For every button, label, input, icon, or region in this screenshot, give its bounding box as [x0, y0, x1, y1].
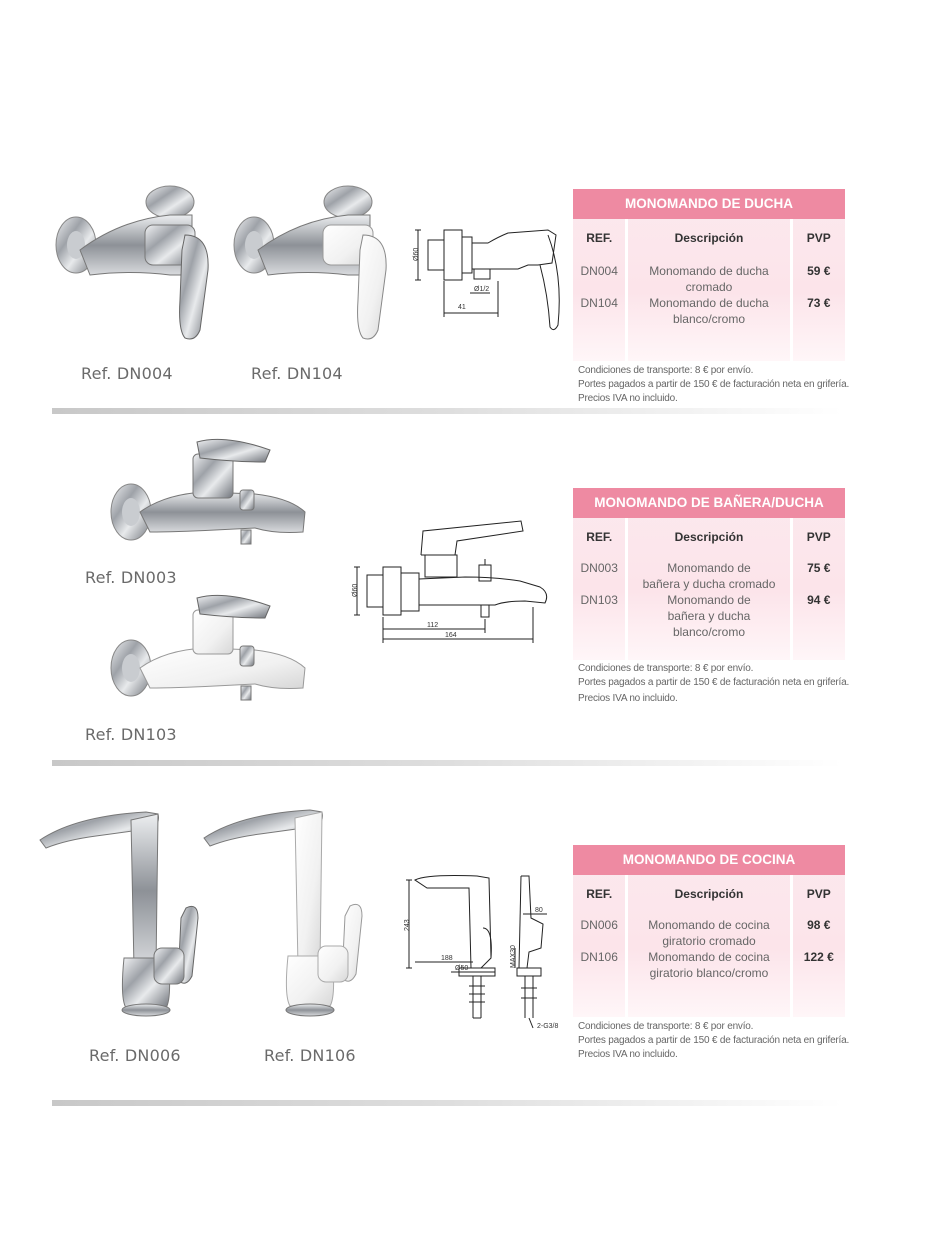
shipping-notes: Condiciones de transporte: 8 € por envío… [578, 1020, 858, 1062]
dim-thread-half: Ø1/2 [474, 286, 489, 293]
column-pvp: PVP 75 € 94 € [793, 518, 845, 660]
row-ref-dn003: DN003 [580, 561, 618, 575]
row-pvp-dn104: 73 € [807, 296, 831, 310]
row-pvp-dn003: 75 € [807, 561, 831, 575]
table-title: MONOMANDO DE BAÑERA/DUCHA [573, 488, 845, 518]
note-line: Portes pagados a partir de 150 € de fact… [578, 379, 850, 390]
note-line: Condiciones de transporte: 8 € por envío… [578, 365, 754, 376]
row-pvp-dn006: 98 € [807, 918, 831, 932]
ref-label-dn006: Ref. DN006 [89, 1046, 181, 1065]
desc-line: bañera y ducha cromado [642, 577, 776, 591]
dim-188: 188 [441, 955, 453, 962]
header-pvp: PVP [806, 231, 831, 245]
ref-label-dn103: Ref. DN103 [85, 725, 177, 744]
faucet-dn104-image [233, 185, 387, 340]
header-pvp: PVP [806, 887, 831, 901]
row-desc-dn003: Monomando de bañera y ducha cromado [628, 560, 789, 592]
row-pvp-dn004: 59 € [807, 264, 831, 278]
note-line: Precios IVA no incluido. [578, 1049, 678, 1060]
faucet-dn004-image [55, 185, 209, 340]
dim-g3-8: 2-G3/8 [537, 1023, 559, 1030]
row-ref-dn004: DN004 [580, 264, 618, 278]
column-pvp: PVP 98 € 122 € [793, 875, 845, 1017]
section-divider [52, 408, 842, 414]
section-divider [52, 760, 842, 766]
ref-label-dn106: Ref. DN106 [264, 1046, 356, 1065]
faucet-dn006-image [39, 811, 199, 1017]
header-ref: REF. [586, 231, 613, 245]
price-table-kitchen: MONOMANDO DE COCINA REF. DN006 DN106 Des… [573, 845, 845, 1017]
column-description: Descripción Monomando de bañera y ducha … [628, 518, 793, 660]
ref-label-dn104: Ref. DN104 [251, 364, 343, 383]
faucet-dn103-image [110, 594, 306, 701]
shipping-notes: Condiciones de transporte: 8 € por envío… [578, 662, 858, 706]
desc-line: Monomando de cocina [648, 918, 770, 932]
price-table-bath-shower: MONOMANDO DE BAÑERA/DUCHA REF. DN003 DN1… [573, 488, 845, 660]
ref-label-dn004: Ref. DN004 [81, 364, 173, 383]
row-ref-dn106: DN106 [580, 950, 618, 964]
dim-112: 112 [427, 622, 438, 629]
header-ref: REF. [586, 887, 613, 901]
ref-label-dn003: Ref. DN003 [85, 568, 177, 587]
row-desc-dn006: Monomando de cocina giratorio cromado [628, 917, 789, 949]
row-pvp-dn103: 94 € [807, 593, 831, 607]
column-ref: REF. DN004 DN104 [573, 219, 629, 361]
desc-line: cromado [685, 280, 733, 294]
dim-164: 164 [445, 632, 457, 639]
note-line: Precios IVA no incluido. [578, 393, 678, 404]
row-desc-dn004: Monomando de ducha cromado [628, 263, 789, 295]
table-title: MONOMANDO DE DUCHA [573, 189, 845, 219]
dim-diameter-50: Ø50 [455, 965, 468, 972]
desc-line: bañera y ducha [667, 609, 751, 623]
desc-line: Monomando de [667, 593, 751, 607]
desc-line: Monomando de cocina [648, 950, 770, 964]
column-ref: REF. DN006 DN106 [573, 875, 629, 1017]
dim-41: 41 [458, 304, 466, 311]
desc-line: blanco/cromo [672, 625, 746, 639]
note-line: Portes pagados a partir de 150 € de fact… [578, 1035, 850, 1046]
note-line: Portes pagados a partir de 150 € de fact… [578, 677, 850, 688]
dim-243: 243 [404, 919, 411, 931]
column-ref: REF. DN003 DN103 [573, 518, 629, 660]
desc-line: giratorio blanco/cromo [649, 966, 769, 980]
row-desc-dn106: Monomando de cocina giratorio blanco/cro… [628, 949, 789, 981]
shower-mixer-technical-drawing: Ø60 Ø1/2 41 [413, 229, 560, 331]
price-table-shower: MONOMANDO DE DUCHA REF. DN004 DN104 Desc… [573, 189, 845, 361]
desc-line: blanco/cromo [672, 312, 746, 326]
faucet-dn106-image [203, 809, 363, 1017]
header-description: Descripción [674, 887, 744, 901]
dim-max30: MAX30 [510, 945, 517, 968]
dim-diameter-60: Ø60 [413, 248, 420, 261]
row-ref-dn104: DN104 [580, 296, 618, 310]
note-line: Condiciones de transporte: 8 € por envío… [578, 1021, 754, 1032]
table-title: MONOMANDO DE COCINA [573, 845, 845, 875]
column-description: Descripción Monomando de cocina giratori… [628, 875, 793, 1017]
row-pvp-dn106: 122 € [803, 950, 834, 964]
desc-line: Monomando de ducha [649, 264, 769, 278]
column-pvp: PVP 59 € 73 € [793, 219, 845, 361]
header-description: Descripción [674, 231, 744, 245]
note-line: Precios IVA no incluido. [578, 693, 678, 704]
bath-mixer-technical-drawing: Ø60 112 164 [352, 520, 548, 643]
header-pvp: PVP [806, 530, 831, 544]
section-divider [52, 1100, 842, 1106]
row-ref-dn006: DN006 [580, 918, 618, 932]
header-ref: REF. [586, 530, 613, 544]
row-ref-dn103: DN103 [580, 593, 618, 607]
dim-80: 80 [535, 907, 543, 914]
shipping-notes: Condiciones de transporte: 8 € por envío… [578, 364, 858, 406]
kitchen-mixer-technical-drawing: 243 188 Ø50 MAX30 80 2-G3/8 [404, 875, 559, 1030]
dim-diameter-60: Ø60 [352, 584, 359, 597]
column-description: Descripción Monomando de ducha cromado M… [628, 219, 793, 361]
desc-line: Monomando de ducha [649, 296, 769, 310]
desc-line: Monomando de [667, 561, 751, 575]
row-desc-dn103: Monomando de bañera y ducha blanco/cromo [628, 592, 789, 640]
note-line: Condiciones de transporte: 8 € por envío… [578, 663, 754, 674]
desc-line: giratorio cromado [662, 934, 756, 948]
header-description: Descripción [674, 530, 744, 544]
row-desc-dn104: Monomando de ducha blanco/cromo [628, 295, 789, 327]
faucet-dn003-image [110, 438, 306, 545]
